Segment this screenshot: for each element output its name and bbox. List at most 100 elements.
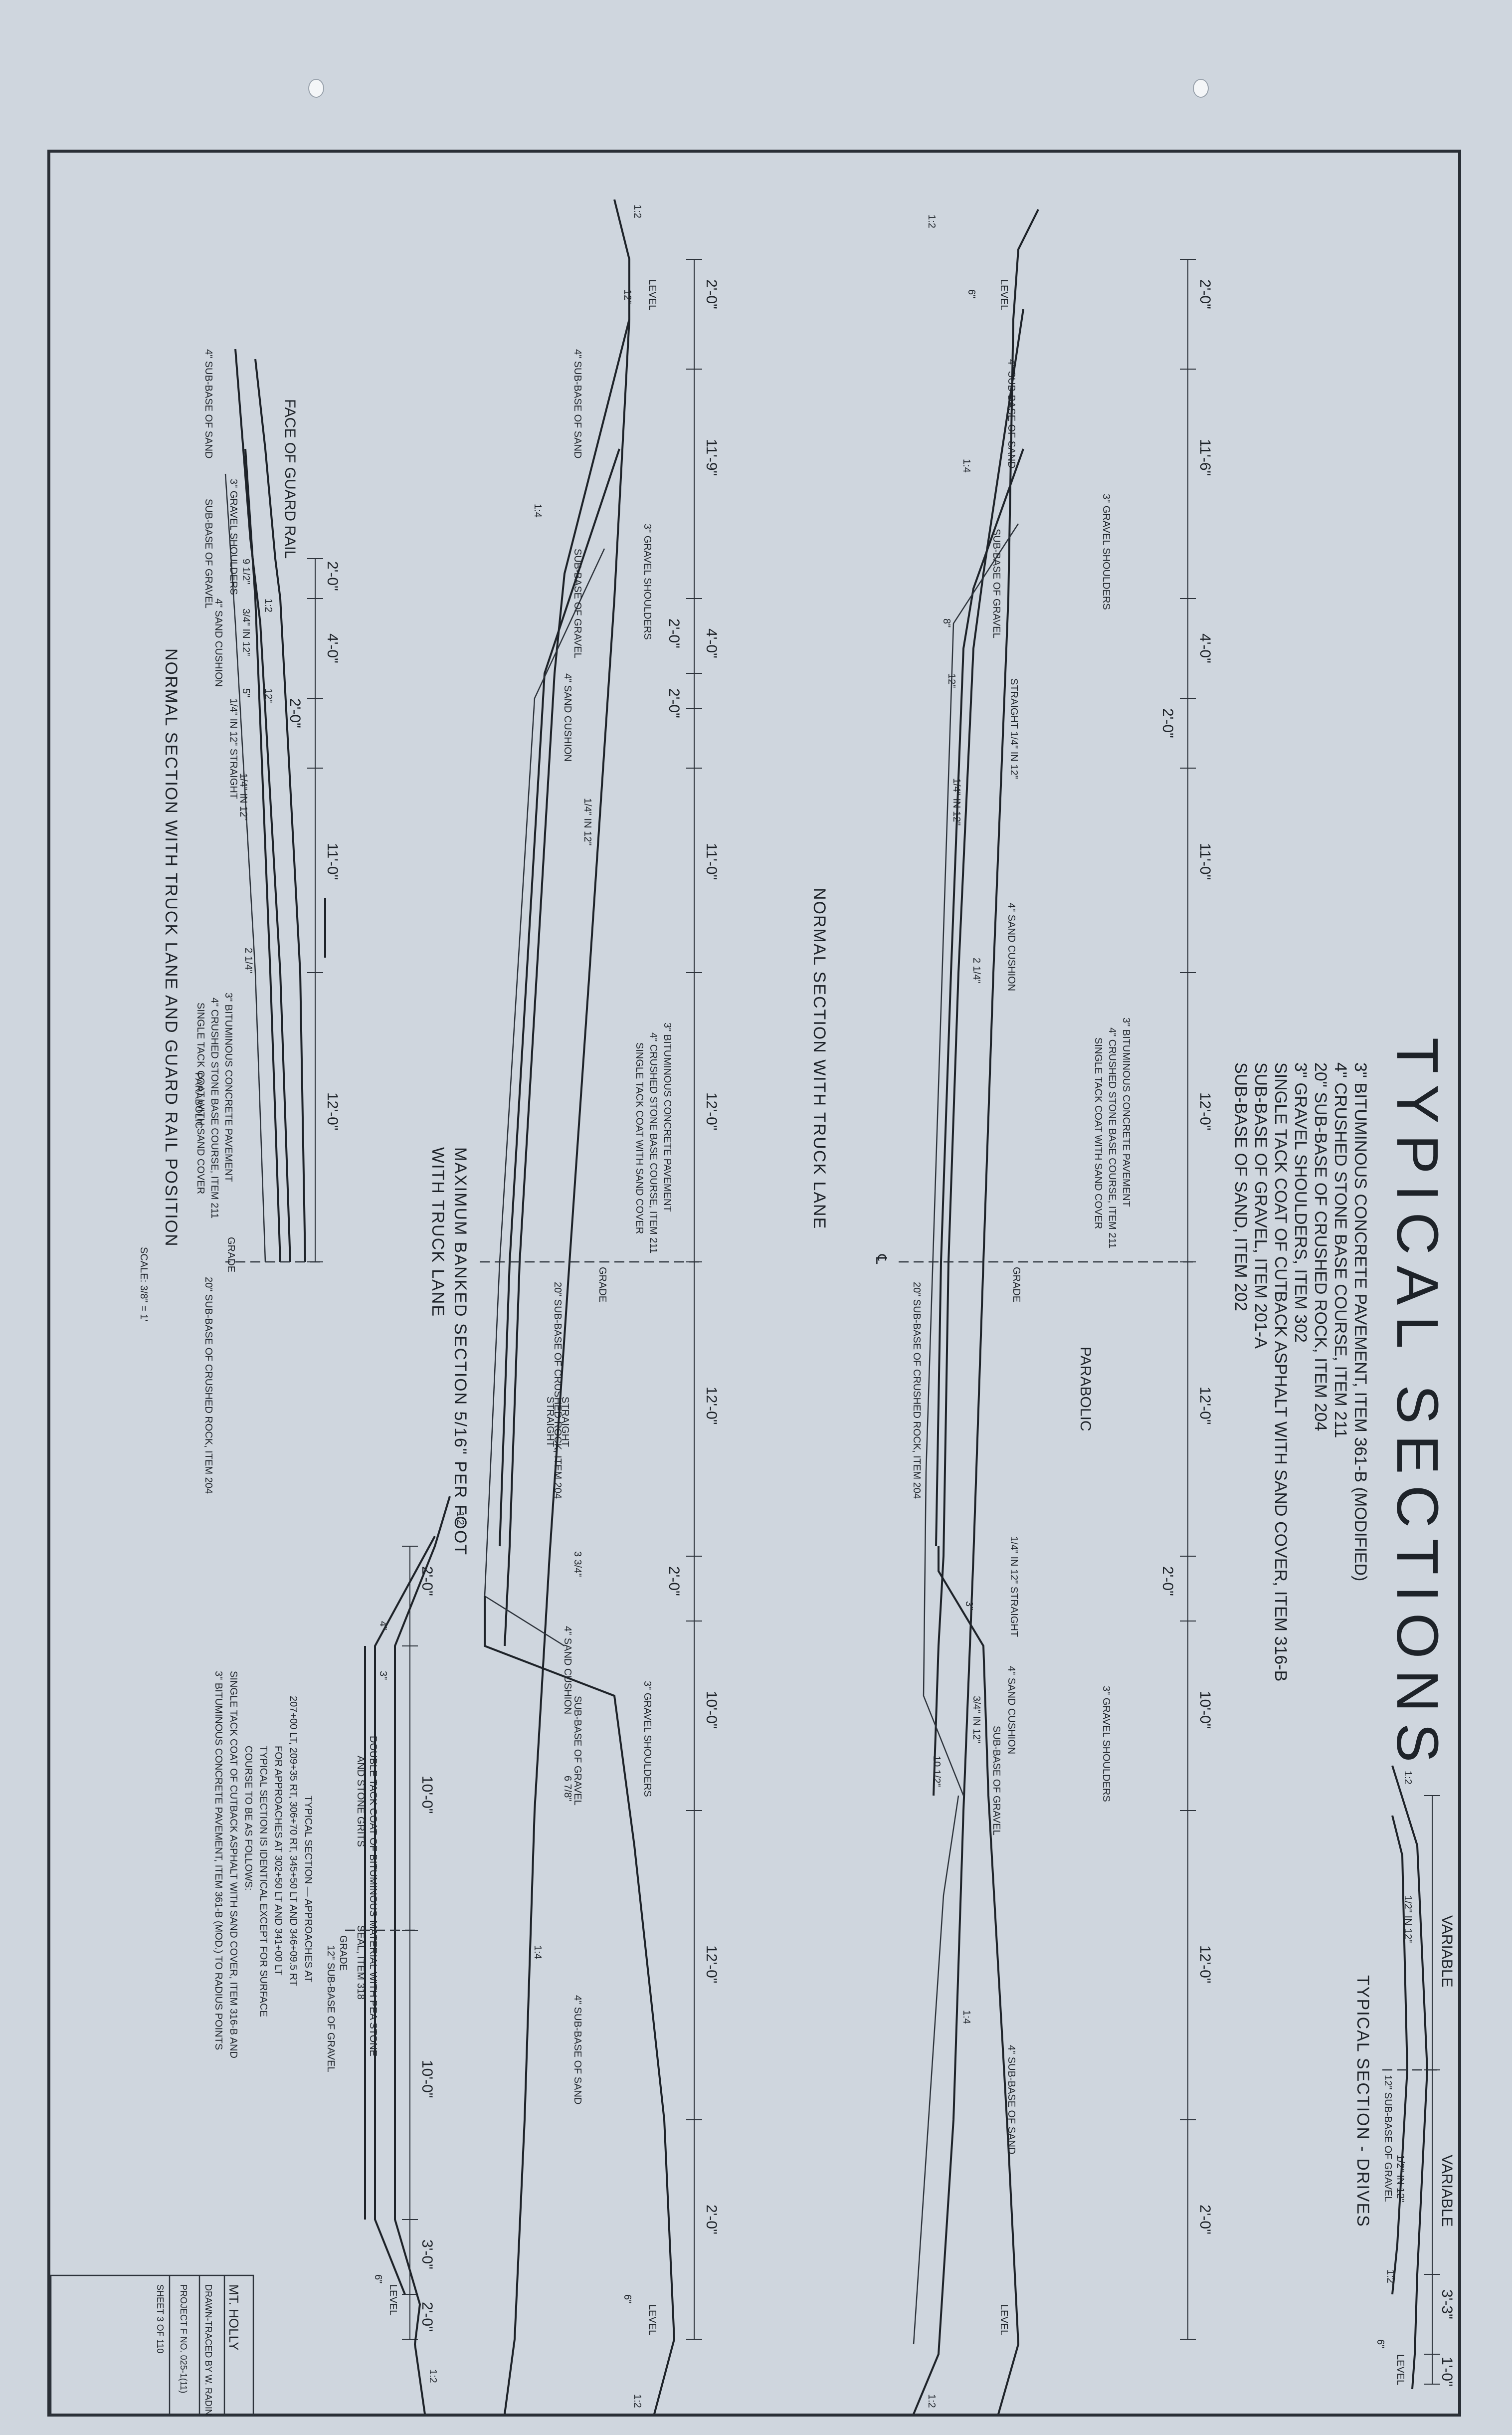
label: 5": [240, 688, 251, 697]
dim-label: 4'-0": [1197, 633, 1213, 663]
svg-text:COURSE TO BE AS FOLLOWS:: COURSE TO BE AS FOLLOWS:: [243, 1746, 254, 1890]
label: 1/2" IN 12": [1395, 2155, 1406, 2202]
punch-hole: [1193, 79, 1209, 98]
dim-label: 4'-0": [703, 628, 720, 658]
label: 3 3/4": [572, 1551, 583, 1577]
dim-label: 12'-0": [1197, 1945, 1213, 1983]
label: 3" GRAVEL SHOULDERS: [642, 524, 653, 640]
title-block-project: PROJECT F NO. 025-1(11): [179, 2284, 189, 2393]
dim-label: 11'-6": [1197, 439, 1213, 476]
label: 1:2: [1402, 1771, 1413, 1785]
label: 20" SUB-BASE OF CRUSHED ROCK, ITEM 204: [911, 1282, 922, 1499]
label: SUB-BASE OF GRAVEL: [991, 1726, 1002, 1835]
label: SINGLE TACK COAT WITH SAND COVER: [195, 1003, 206, 1194]
label: 2 1/4": [243, 948, 254, 974]
label: 4" CRUSHED STONE BASE COURSE, ITEM 211: [648, 1032, 659, 1253]
label: GRADE: [225, 1237, 236, 1272]
label: STRAIGHT 1/4" IN 12": [1008, 678, 1019, 779]
dim-label: 2'-0": [666, 618, 682, 648]
title-block-sheet: SHEET 3 OF 110: [155, 2284, 165, 2353]
section-caption: MAXIMUM BANKED SECTION 5/16" PER FOOT: [451, 1147, 470, 1556]
drawing-border: [47, 150, 1461, 2417]
label: 1:2: [427, 2369, 438, 2383]
label: 4" SAND CUSHION: [562, 1626, 573, 1714]
label: 3/4" IN 12": [971, 1696, 982, 1743]
label: 10 1/2": [931, 1756, 942, 1787]
dim-label: 11'-0": [703, 843, 720, 880]
label: 4" SUB-BASE OF SAND: [572, 1995, 583, 2104]
dim-label: 10'-0": [1197, 1691, 1213, 1729]
centerline-symbol: ℄: [873, 1254, 889, 1264]
section-caption: TYPICAL SECTION - DRIVES: [1353, 1975, 1372, 2228]
label: PARABOLIC: [193, 1072, 204, 1129]
section-outline: [504, 199, 630, 2415]
dim-label: 2'-0": [703, 279, 720, 309]
svg-text:TYPICAL SECTION IS IDENTICAL E: TYPICAL SECTION IS IDENTICAL EXCEPT FOR …: [258, 1746, 269, 2017]
label: SINGLE TACK COAT WITH SAND COVER: [634, 1042, 645, 1234]
label: 1/4" IN 12" STRAIGHT: [1008, 1536, 1019, 1637]
dim-label: 3'-3": [1439, 2289, 1455, 2319]
label: 8": [941, 618, 952, 627]
label: 1:2: [632, 2394, 643, 2408]
drive-outline: [1391, 1765, 1429, 2390]
dim-label: 10'-0": [419, 1776, 435, 1814]
dim-label: 2'-0": [419, 2302, 435, 2332]
label: STRAIGHT: [545, 1397, 556, 1447]
dim-label: 3'-0": [419, 2239, 435, 2269]
punch-hole: [308, 79, 324, 98]
label: 3" BITUMINOUS CONCRETE PAVEMENT: [1121, 1017, 1132, 1207]
dim-label: 12'-0": [703, 1387, 720, 1424]
svg-text:SINGLE TACK COAT OF CUTBACK AS: SINGLE TACK COAT OF CUTBACK ASPHALT WITH…: [228, 1671, 239, 2058]
label: 1/4" IN 12": [951, 778, 962, 825]
sheet-title: TYPICAL SECTIONS: [1384, 1037, 1450, 1773]
label: 3/4" IN 12": [240, 609, 251, 656]
dim-label: 2'-0": [1159, 1566, 1176, 1596]
dim-label: VARIABLE: [1439, 2155, 1455, 2227]
label: GRADE: [338, 1935, 349, 1971]
label: SUB-BASE OF GRAVEL: [203, 499, 214, 609]
section-drives: VARIABLE VARIABLE 3'-3" 1'-0" 1/2" IN 12…: [1353, 1765, 1455, 2390]
label: 12" SUB-BASE OF GRAVEL: [1382, 2075, 1393, 2202]
dim-label: 11'-0": [324, 843, 341, 880]
section-outline: [254, 359, 306, 1262]
label: 1:2: [632, 204, 643, 218]
section-approaches: 2'-0" 10'-0" 10'-0" 3'-0" 2'-0" DOUBLE T…: [213, 1496, 466, 2415]
section-normal-truck-lane: 2'-0" 11'-6" 4'-0" 2'-0" 11'-0" 12'-0" 1…: [810, 209, 1213, 2415]
dim-label: 4'-0": [324, 633, 341, 663]
scale-note: SCALE: 3/8" = 1': [138, 1247, 149, 1321]
label: 1:4: [961, 459, 972, 473]
dim-label: 12'-0": [1197, 1387, 1213, 1424]
label: 1:2: [926, 214, 937, 228]
label: 4" SAND CUSHION: [213, 599, 224, 687]
dim-label: VARIABLE: [1439, 1915, 1455, 1988]
general-note: 4" CRUSHED STONE BASE COURSE, ITEM 211: [1331, 1062, 1350, 1438]
dim-label: 2'-0": [666, 1566, 682, 1596]
label: 4" SUB-BASE OF SAND: [572, 349, 583, 458]
label: 4" SAND CUSHION: [1006, 1666, 1017, 1754]
label: 4" SUB-BASE OF SAND: [1006, 359, 1017, 468]
dim-label: 10'-0": [419, 2060, 435, 2098]
label: 1/2" IN 12": [1402, 1895, 1413, 1943]
title-block-town: MT. HOLLY: [226, 2284, 241, 2350]
label: 4" SAND CUSHION: [562, 673, 573, 762]
title-block-frame: [50, 2274, 254, 2417]
label: LEVEL: [387, 2284, 398, 2315]
label: 6": [966, 289, 977, 298]
dim-label: 2'-0": [287, 698, 303, 728]
section-guard-rail: 2'-0" 4'-0" 2'-0" 11'-0" 12'-0" FACE OF …: [138, 349, 341, 1494]
dim-label: 2'-0": [1159, 708, 1176, 738]
label: 1:2: [263, 599, 274, 612]
label: 12": [946, 673, 957, 688]
label: GRADE: [597, 1267, 608, 1302]
label: 20" SUB-BASE OF CRUSHED ROCK, ITEM 204: [552, 1282, 563, 1499]
section-caption: WITH TRUCK LANE: [428, 1147, 447, 1317]
title-block-drawn: DRAWN-TRACED BY W. RADINSKI: [203, 2284, 213, 2417]
label: SEAL, ITEM 318: [355, 1925, 366, 2000]
dim-label: 11'-9": [703, 439, 720, 476]
general-note: SINGLE TACK COAT OF CUTBACK ASPHALT WITH…: [1271, 1062, 1290, 1681]
section-outline: [913, 209, 1039, 2415]
dim-label: 2'-0": [1197, 279, 1213, 309]
svg-text:TYPICAL SECTION — APPROACHES A: TYPICAL SECTION — APPROACHES AT: [303, 1796, 314, 1983]
label: 3" GRAVEL SHOULDERS: [228, 479, 239, 595]
